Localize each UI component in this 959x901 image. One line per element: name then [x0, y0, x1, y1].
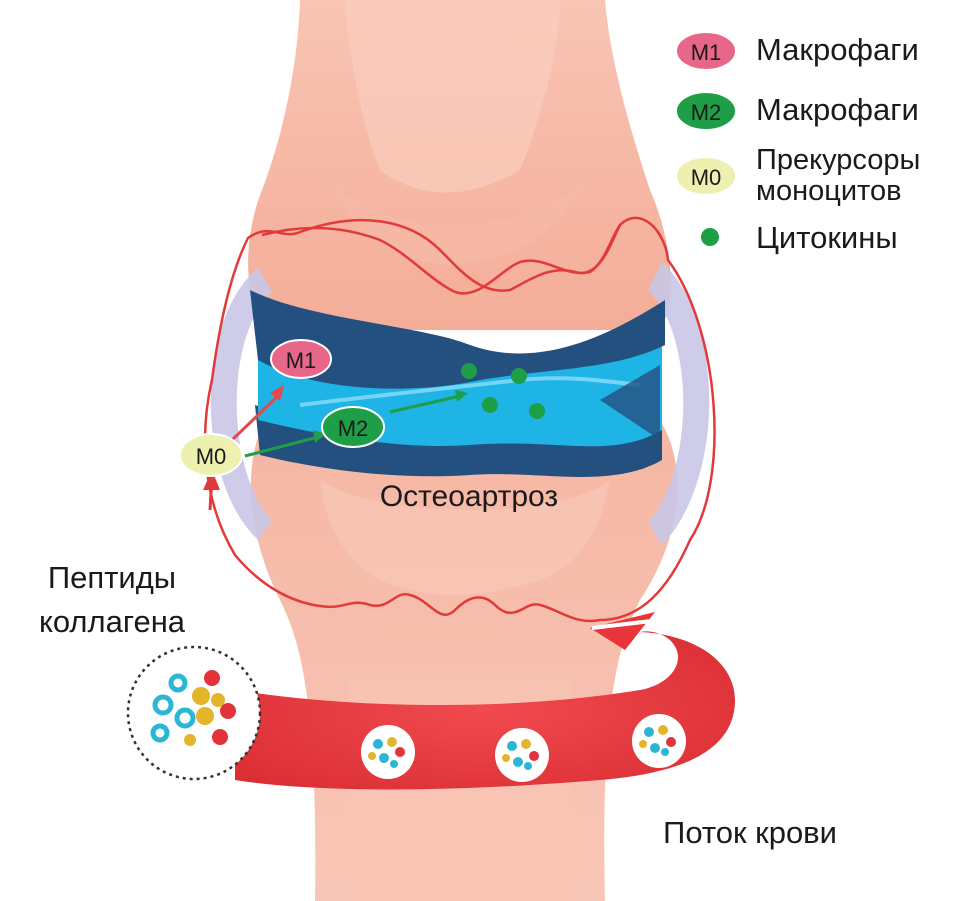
collagen-peptides-label-line2: коллагена — [39, 604, 186, 639]
peptide-particle-group-1 — [361, 725, 415, 779]
upper-bone — [248, 0, 671, 330]
cytokine-dot — [529, 403, 545, 419]
svg-text:M1: M1 — [691, 40, 722, 65]
differentiation-arrows — [203, 385, 468, 511]
legend-item-m1: M1 Макрофаги — [675, 31, 919, 71]
svg-text:Цитокины: Цитокины — [756, 220, 898, 255]
cytokines — [461, 363, 545, 419]
osteoarthritis-label: Остеоартроз — [380, 480, 558, 513]
cytokine-dot — [511, 368, 527, 384]
synovial-membrane-inner — [261, 224, 622, 295]
synovial-membrane-outline — [203, 216, 716, 623]
macrophage-m1: M1 — [270, 339, 332, 379]
peptide-particle-group-2 — [495, 728, 549, 782]
svg-text:M2: M2 — [691, 100, 722, 125]
monocyte-m0: M0 — [179, 433, 243, 477]
blood-vessel — [235, 612, 735, 790]
cytokine-dot — [482, 397, 498, 413]
svg-text:Прекурсоры: Прекурсоры — [756, 144, 920, 176]
svg-text:моноцитов: моноцитов — [756, 175, 902, 207]
legend-item-m0: M0 Прекурсоры моноцитов — [675, 144, 920, 207]
svg-text:M0: M0 — [196, 444, 227, 469]
blood-flow-label: Поток крови — [663, 815, 837, 850]
legend: M1 Макрофаги M2 Макрофаги M0 Прекурсоры … — [675, 31, 920, 255]
peptide-particle-group-3 — [632, 714, 686, 768]
svg-text:Макрофаги: Макрофаги — [756, 32, 919, 67]
legend-item-m2: M2 Макрофаги — [675, 91, 919, 131]
legend-item-cytokines: Цитокины — [701, 220, 898, 255]
collagen-peptides-zoom — [126, 645, 262, 781]
svg-text:Макрофаги: Макрофаги — [756, 92, 919, 127]
svg-text:M0: M0 — [691, 165, 722, 190]
macrophage-m2: M2 — [321, 406, 385, 448]
svg-text:M1: M1 — [286, 348, 317, 373]
svg-text:M2: M2 — [338, 416, 369, 441]
cytokine-legend-dot — [701, 228, 719, 246]
collagen-peptides-label-line1: Пептиды — [48, 560, 176, 595]
cytokine-dot — [461, 363, 477, 379]
